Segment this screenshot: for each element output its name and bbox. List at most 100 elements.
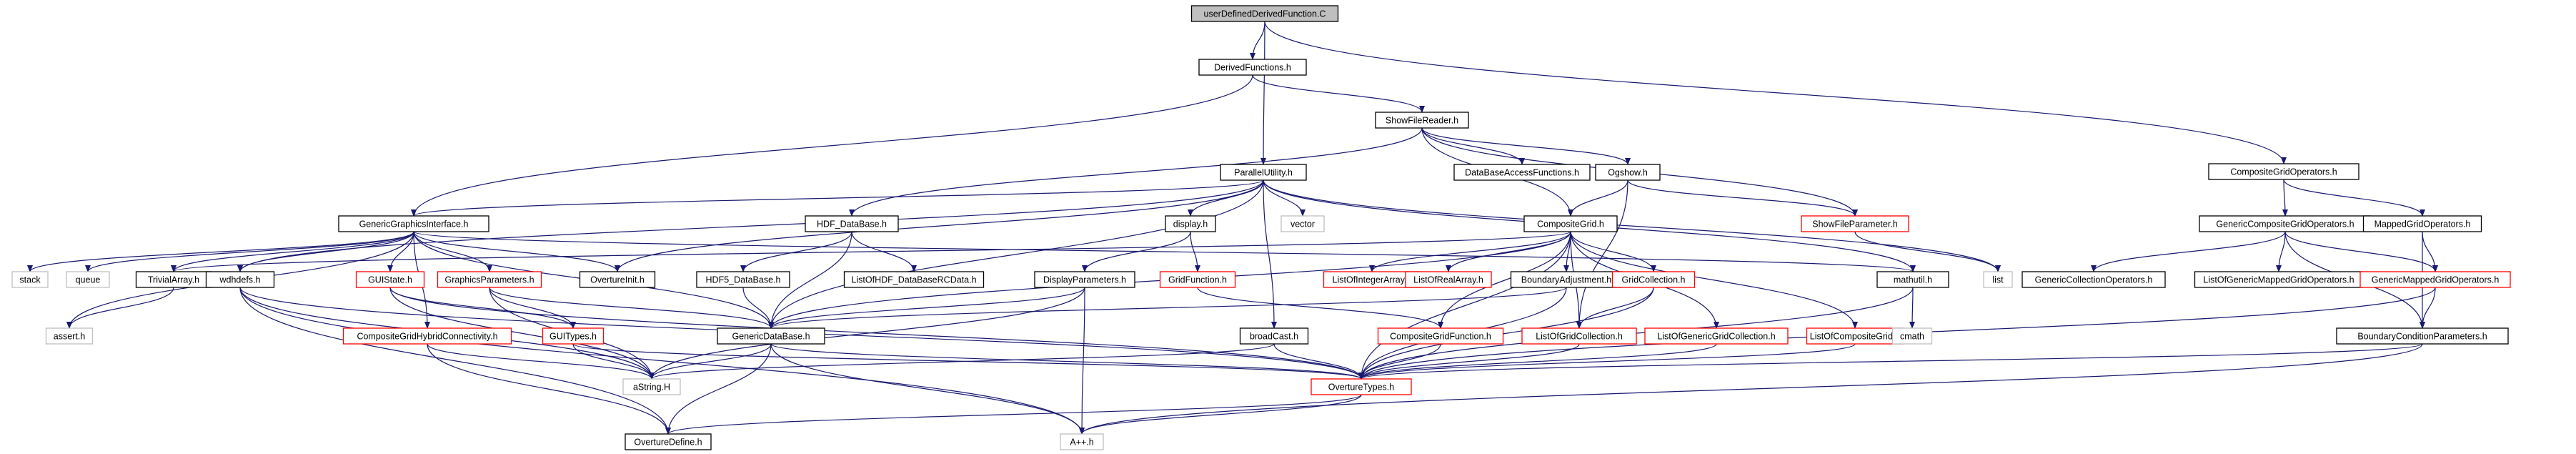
node-overtureinit[interactable]: OvertureInit.h: [579, 271, 656, 288]
node-hdf5database[interactable]: HDF5_DataBase.h: [696, 271, 790, 288]
node-guistate[interactable]: GUIState.h: [355, 271, 425, 288]
edge-broadcast-to-overturetypes: [1273, 343, 1364, 380]
node-guistate-label: GUIState.h: [368, 275, 412, 285]
edge-compositegrid-to-listofcompositegrid: [1570, 231, 1858, 329]
node-wdhdefs[interactable]: wdhdefs.h: [205, 271, 275, 288]
edge-mathutil-to-overturetypes: [1358, 287, 1914, 380]
edge-listofgengridcollection-to-overturetypes: [1358, 343, 1717, 380]
edge-parallelutility-to-genericdatabase: [768, 179, 1264, 329]
node-listofcompositegrid[interactable]: ListOfCompositeGrid.h: [1806, 327, 1904, 345]
node-mathutil[interactable]: mathutil.h: [1876, 271, 1949, 288]
node-derived[interactable]: DerivedFunctions.h: [1198, 59, 1307, 76]
node-overturedefine[interactable]: OvertureDefine.h: [625, 433, 712, 450]
node-listofhdf[interactable]: ListOfHDF_DataBaseRCData.h: [843, 271, 985, 288]
edge-genericgraphics-to-stack: [27, 231, 414, 272]
node-mappedgridops-label: MappedGridOperators.h: [2374, 219, 2471, 230]
node-stack-label: stack: [19, 275, 41, 285]
edge-display-to-displayparams: [1082, 231, 1191, 272]
node-showfilereader-box: [1375, 112, 1469, 129]
node-listofgenmappedgridops[interactable]: ListOfGenericMappedGridOperators.h: [2194, 271, 2364, 288]
node-listofgridcollection-label: ListOfGridCollection.h: [1536, 332, 1623, 342]
node-listofgridcollection[interactable]: ListOfGridCollection.h: [1521, 327, 1637, 345]
node-cgops[interactable]: CompositeGridOperators.h: [2208, 163, 2359, 180]
node-genericdatabase-label: GenericDataBase.h: [732, 332, 810, 342]
edge-hdf5database-to-genericdatabase: [742, 287, 774, 329]
node-gridfunction[interactable]: GridFunction.h: [1159, 271, 1236, 288]
node-queue: queue: [66, 271, 110, 288]
edge-genericgraphics-to-mathutil: [413, 231, 1916, 272]
node-overturetypes[interactable]: OvertureTypes.h: [1311, 378, 1412, 395]
node-compositegrid[interactable]: CompositeGrid.h: [1523, 215, 1618, 232]
node-boundaryadjustment[interactable]: BoundaryAdjustment.h: [1510, 271, 1623, 288]
edge-cgfunction-to-overturetypes: [1358, 343, 1441, 380]
node-overtureinit-box: [579, 271, 656, 288]
node-astring-label: aString.H: [633, 383, 670, 393]
node-gridfunction-label: GridFunction.h: [1168, 275, 1227, 285]
node-listofrealarray-label: ListOfRealArray.h: [1413, 275, 1483, 285]
node-ogshow[interactable]: Ogshow.h: [1595, 164, 1661, 181]
node-aplusplus-label: A++.h: [1070, 438, 1093, 448]
node-guitypes-label: GUITypes.h: [549, 332, 597, 342]
node-gridcollection[interactable]: GridCollection.h: [1611, 271, 1696, 288]
node-databaseaccess-label: DataBaseAccessFunctions.h: [1465, 168, 1579, 178]
node-mappedgridops[interactable]: MappedGridOperators.h: [2362, 215, 2482, 232]
node-gridcollection-label: GridCollection.h: [1622, 275, 1686, 285]
node-stack: stack: [11, 271, 49, 288]
node-genmappedgridops[interactable]: GenericMappedGridOperators.h: [2359, 271, 2511, 288]
node-listofhdf-label: ListOfHDF_DataBaseRCData.h: [851, 275, 976, 285]
node-genericdatabase-box: [717, 327, 825, 345]
edge-boundaryadjustment-to-genericdatabase: [768, 287, 1567, 329]
node-guitypes[interactable]: GUITypes.h: [542, 327, 605, 345]
node-mathutil-label: mathutil.h: [1894, 275, 1932, 285]
node-boundarycondparams[interactable]: BoundaryConditionParameters.h: [2336, 327, 2509, 345]
node-gencgops-label: GenericCompositeGridOperators.h: [2216, 219, 2354, 230]
node-displayparams[interactable]: DisplayParameters.h: [1034, 271, 1135, 288]
node-listofgengridcollection-label: ListOfGenericGridCollection.h: [1657, 332, 1775, 342]
edge-hdfdatabase-to-genericdatabase: [768, 231, 852, 329]
node-mathutil-box: [1876, 271, 1949, 288]
node-cghybrid-label: CompositeGridHybridConnectivity.h: [357, 332, 497, 342]
edge-genericgraphics-to-queue: [85, 231, 414, 272]
node-graphicsparams[interactable]: GraphicsParameters.h: [437, 271, 542, 288]
edge-guitypes-to-astring: [572, 343, 655, 380]
edge-graphicsparams-to-genericdatabase: [489, 287, 774, 329]
node-cghybrid[interactable]: CompositeGridHybridConnectivity.h: [342, 327, 512, 345]
node-graphicsparams-box: [437, 271, 542, 288]
edge-genericdatabase-to-aplusplus: [770, 343, 1085, 435]
node-broadcast[interactable]: broadCast.h: [1239, 327, 1309, 345]
node-cgops-box: [2208, 163, 2359, 180]
edge-guistate-to-overturetypes: [389, 287, 1364, 380]
node-gencgops[interactable]: GenericCompositeGridOperators.h: [2199, 215, 2372, 232]
node-vector-label: vector: [1291, 219, 1315, 230]
edge-root-to-cgops: [1264, 21, 2287, 164]
node-gencollectionops[interactable]: GenericCollectionOperators.h: [2021, 271, 2166, 288]
node-genericgraphics[interactable]: GenericGraphicsInterface.h: [338, 215, 489, 232]
file-nodes: userDefinedDerivedFunction.C DerivedFunct…: [11, 5, 2511, 450]
node-trivialarray[interactable]: TrivialArray.h: [135, 271, 212, 288]
node-listofgengridcollection[interactable]: ListOfGenericGridCollection.h: [1644, 327, 1789, 345]
node-showfilereader[interactable]: ShowFileReader.h: [1375, 112, 1469, 129]
node-genericdatabase[interactable]: GenericDataBase.h: [717, 327, 825, 345]
node-showfileparameter-box: [1801, 215, 1909, 232]
node-display[interactable]: display.h: [1165, 215, 1216, 232]
node-listofrealarray[interactable]: ListOfRealArray.h: [1405, 271, 1492, 288]
node-showfileparameter[interactable]: ShowFileParameter.h: [1801, 215, 1909, 232]
edge-overturetypes-to-aplusplus: [1079, 394, 1362, 435]
node-root[interactable]: userDefinedDerivedFunction.C: [1190, 5, 1339, 22]
node-boundarycondparams-box: [2336, 327, 2509, 345]
node-parallelutility[interactable]: ParallelUtility.h: [1220, 164, 1307, 181]
node-cgfunction[interactable]: CompositeGridFunction.h: [1377, 327, 1504, 345]
node-hdfdatabase[interactable]: HDF_DataBase.h: [805, 215, 899, 232]
node-overturedefine-label: OvertureDefine.h: [634, 438, 702, 448]
node-cgfunction-label: CompositeGridFunction.h: [1390, 332, 1491, 342]
edge-overturetypes-to-overturedefine: [665, 394, 1362, 435]
edge-displayparams-to-astring: [649, 287, 1085, 380]
node-showfileparameter-label: ShowFileParameter.h: [1812, 219, 1898, 230]
node-databaseaccess[interactable]: DataBaseAccessFunctions.h: [1453, 164, 1591, 181]
node-list: list: [1983, 271, 2013, 288]
edge-trivialarray-to-assert: [66, 287, 174, 329]
node-hdfdatabase-box: [805, 215, 899, 232]
node-broadcast-box: [1239, 327, 1309, 345]
node-cmath: cmath: [1891, 327, 1933, 345]
edge-showfileparameter-to-list: [1854, 231, 2001, 272]
